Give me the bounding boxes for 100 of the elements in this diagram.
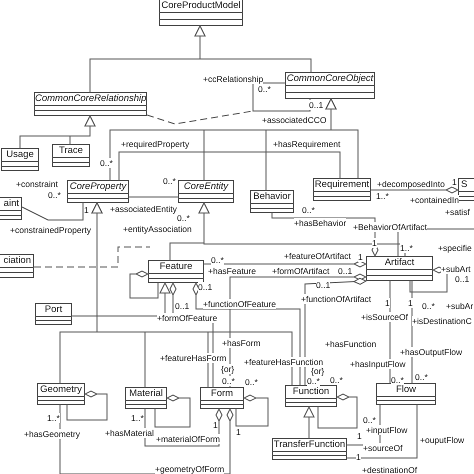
class-box	[159, 0, 243, 26]
class-box	[1, 148, 39, 171]
association-label: +ouputFlow	[420, 435, 464, 445]
association-label: +associatedEntity	[110, 204, 177, 214]
association-label: 0..*	[100, 158, 113, 168]
class-box	[272, 438, 347, 460]
association-label: {or}	[311, 366, 324, 376]
association-label: 0..*	[177, 213, 190, 223]
aggregation-line	[144, 408, 222, 446]
association-label: +geometryOfForm	[155, 464, 224, 474]
association-label: 1..*	[376, 191, 389, 201]
class-name: Geometry	[40, 384, 82, 395]
class-name: Usage	[6, 149, 34, 160]
aggregation-line	[204, 260, 366, 268]
association-label: +formOfArtifact	[272, 266, 330, 276]
class-name: ciation	[4, 255, 31, 266]
association-label: {or}	[221, 364, 234, 374]
association-label: +inputFlow	[366, 425, 408, 435]
class-name: CommonCoreRelationship	[35, 93, 146, 104]
class-name: S	[461, 179, 468, 190]
association-label: 1	[84, 205, 89, 215]
class-name: Requirement	[314, 179, 370, 190]
association-label: +hasRequirement	[273, 139, 340, 149]
class-box	[125, 387, 167, 409]
aggregation-line	[130, 270, 158, 298]
association-label: 0..*	[391, 375, 404, 385]
class-box	[0, 197, 22, 220]
association-label: +hasMaterial	[105, 428, 154, 438]
association-label: +containedIn	[410, 195, 459, 205]
association-label: +hasInputFlow	[350, 359, 406, 369]
aggregation-line	[236, 394, 268, 426]
class-box	[285, 385, 337, 407]
association-line	[22, 202, 84, 220]
generalization-arrow	[304, 406, 314, 438]
association-label: 1	[357, 431, 362, 441]
association-label: +decomposedInto	[377, 179, 445, 189]
association-line	[252, 82, 310, 112]
aggregation-line	[272, 212, 378, 256]
association-label: +hasForm	[222, 338, 260, 348]
generalization-arrow	[92, 202, 292, 386]
association-label: 0..*	[330, 375, 343, 385]
generalization-arrow	[326, 98, 358, 178]
association-label: +featureOfArtifact	[284, 251, 351, 261]
class-box	[458, 178, 474, 201]
association-label: 0..1	[338, 266, 352, 276]
association-label: +constrainedProperty	[10, 225, 92, 235]
association-label: 0..*	[258, 84, 271, 94]
association-label: 0..1	[316, 280, 330, 290]
generalization-arrow	[70, 116, 96, 144]
association-line	[346, 404, 418, 458]
association-label: +requiredProperty	[121, 139, 190, 149]
class-box	[67, 180, 129, 203]
class-box	[313, 178, 371, 201]
association-label: 0..1	[175, 301, 190, 311]
class-box	[178, 180, 234, 203]
dashed-line	[34, 246, 150, 268]
association-label: 0..*	[302, 205, 315, 215]
class-box	[285, 72, 375, 99]
class-name: CoreProductModel	[161, 0, 241, 11]
aggregation-line	[230, 274, 366, 388]
class-name: Trace	[59, 145, 83, 156]
association-label: 1	[213, 420, 218, 430]
association-label: +ccRelationship	[203, 74, 264, 84]
class-box	[376, 383, 436, 405]
association-label: 0..*	[163, 176, 176, 186]
class-name: Artifact	[384, 257, 414, 268]
class-box	[34, 92, 147, 116]
association-label: +functionOfArtifact	[301, 294, 372, 304]
class-name: Form	[210, 388, 234, 399]
association-label: 1	[452, 177, 457, 187]
association-label: +featureHasForm	[160, 353, 226, 363]
class-box	[250, 190, 294, 213]
association-label: 1..*	[47, 413, 60, 423]
aggregation-line	[370, 186, 458, 194]
dashed-line	[146, 110, 254, 125]
generalization-arrow	[194, 26, 312, 72]
class-box	[200, 387, 244, 409]
generalization-arrow	[198, 202, 406, 256]
association-line	[118, 152, 340, 180]
class-name: Behavior	[253, 191, 291, 202]
association-label: +BehaviorOfArtifact	[353, 222, 427, 232]
association-label: +materialOfForm	[156, 434, 220, 444]
class-name: CoreEntity	[184, 181, 228, 192]
association-label: 0..*	[422, 301, 435, 311]
association-label: 0..*	[48, 190, 61, 200]
association-label: +specifie	[438, 243, 472, 253]
association-label: 1..*	[400, 243, 413, 253]
association-label: 0..*	[307, 376, 320, 386]
association-label: 0..1	[455, 274, 470, 284]
association-label: +entityAssociation	[123, 224, 192, 234]
association-label: 1	[372, 238, 377, 248]
association-label: 0..1	[198, 282, 212, 292]
association-label: +associatedCCO	[262, 115, 326, 125]
class-box	[37, 383, 85, 405]
aggregation-line	[318, 394, 358, 428]
association-label: 0..*	[245, 377, 258, 387]
association-label: 1	[358, 252, 363, 262]
association-label: +functionOfFeature	[203, 299, 276, 309]
association-label: +hasFeature	[208, 266, 256, 276]
association-label: 0..*	[363, 415, 376, 425]
